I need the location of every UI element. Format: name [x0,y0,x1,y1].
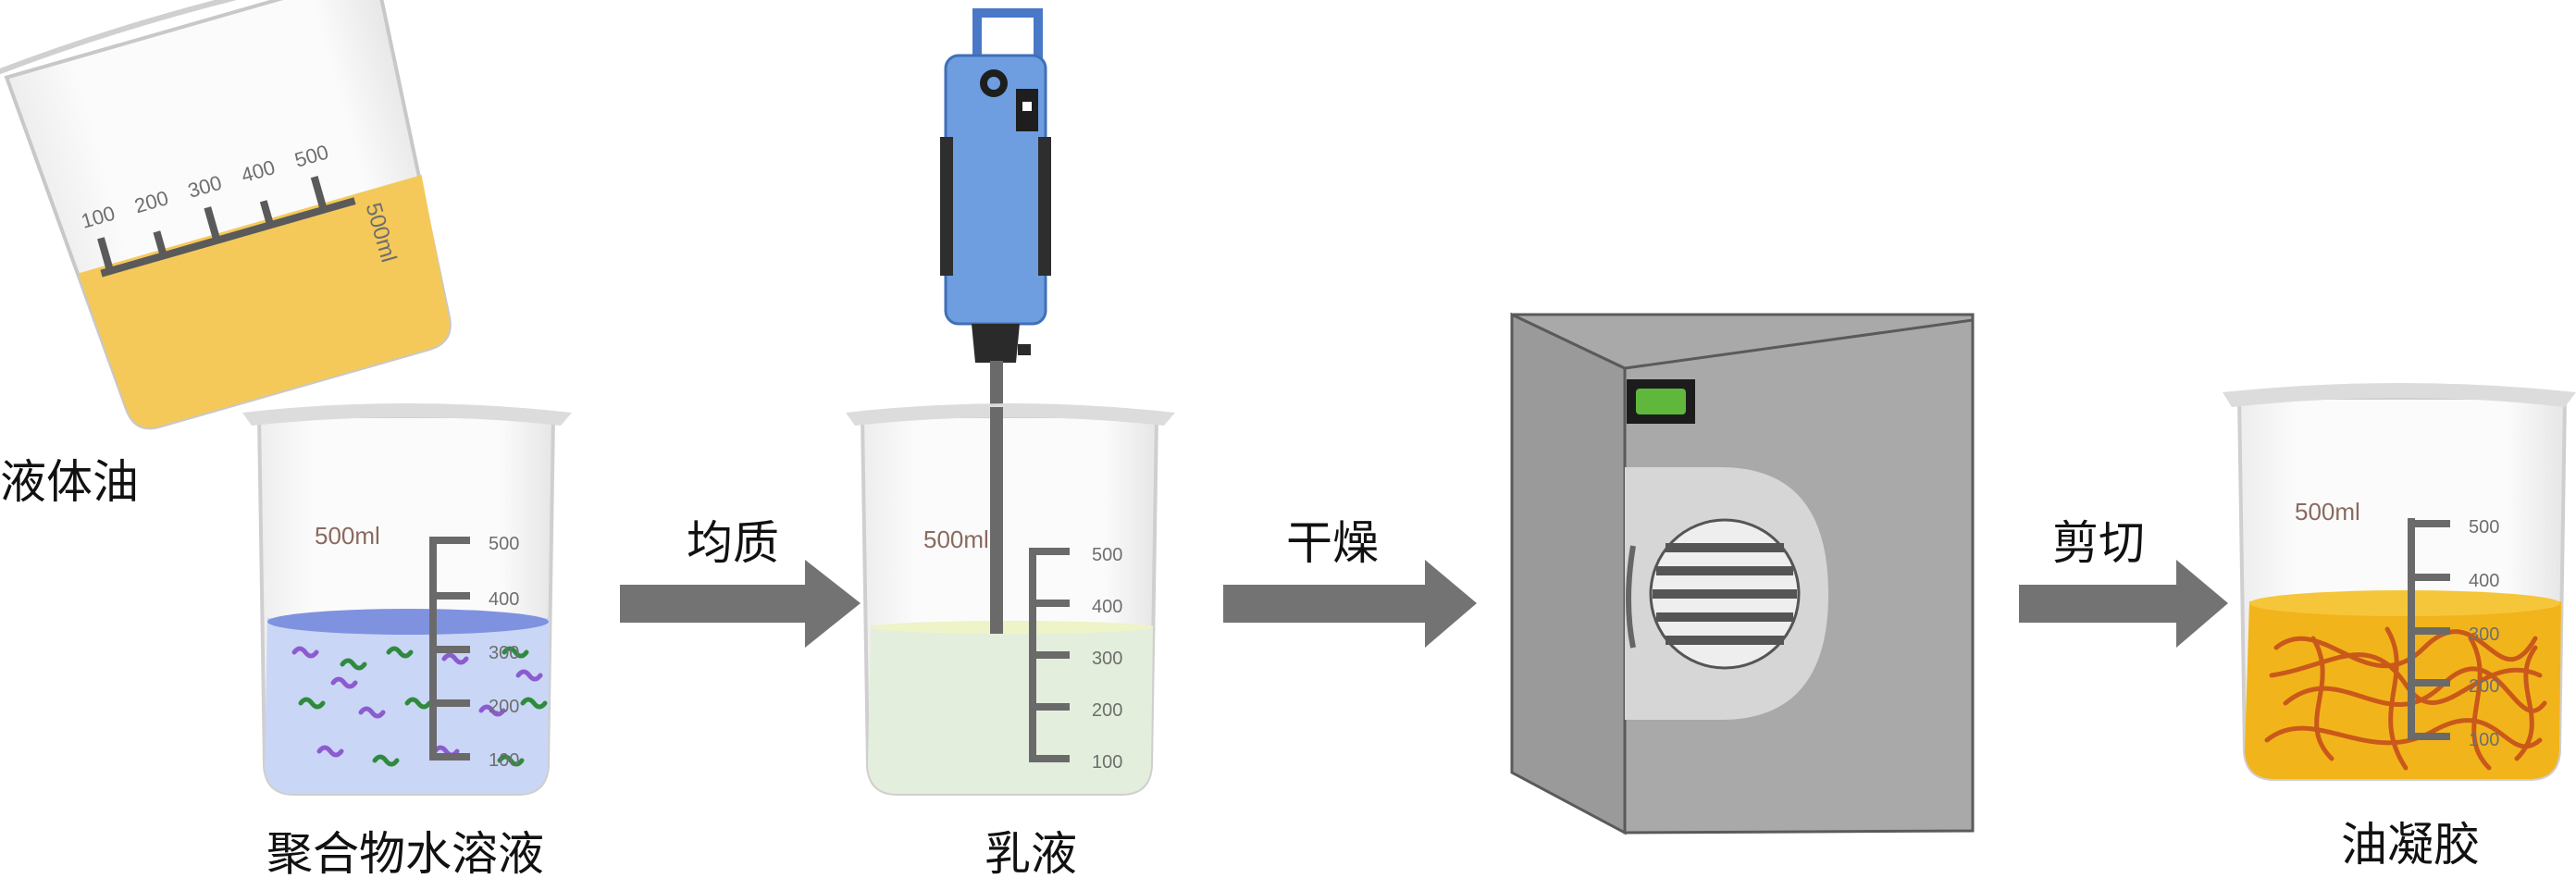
oil-label: 液体油 [0,455,139,509]
oil-liquid [78,175,450,428]
tick-label: 500 [2469,517,2499,538]
scale [2408,518,2450,740]
polymer-surface [267,609,549,635]
emulsion-liquid [868,625,1153,794]
oven-front [1510,312,1627,835]
scale [1029,548,1070,762]
tick-label: 500 [1092,545,1122,565]
tick-label: 400 [1092,597,1122,617]
tick-label: 300 [1092,649,1122,669]
emulsion-label: 乳液 [985,827,1077,878]
dry-arrow [1223,560,1477,648]
tick-label: 200 [1092,700,1122,721]
tick-label: 400 [489,589,519,610]
drying-oven [1510,312,1975,835]
scale [429,537,470,761]
polymer-solution-beaker: 500ml 500 400 300 200 100 [242,403,572,796]
homogenize-step-label: 均质 [687,516,779,570]
homogenize-arrow [620,560,861,648]
polymer-solution-label: 聚合物水溶液 [266,827,544,878]
oleogel-body [2245,601,2561,779]
tick-label: 400 [2469,571,2499,591]
oil-beaker-tilted: 100 200 300 400 500 500ml [0,0,452,430]
cut-arrow [2019,560,2228,648]
tick-label: 500 [489,534,519,554]
homogenizer-handle [972,8,1043,64]
polymer-chains [291,646,548,767]
oven-vent [1649,518,1801,670]
tilted-scale [97,176,356,278]
volume-label: 500ml [315,522,380,550]
tick-label: 100 [489,750,519,771]
tick-label: 200 [2469,676,2499,697]
tick-label: 300 [2469,624,2499,645]
tick-label: 300 [489,643,519,663]
oleogel-label: 油凝胶 [2341,818,2480,872]
tick-label: 200 [489,697,519,717]
emulsion-beaker: 500ml 500 400 300 200 100 [846,403,1175,796]
oleogel-beaker: 500ml 500 400 300 200 100 [2223,383,2576,781]
volume-label: 500ml [2295,498,2360,526]
volume-label: 500ml [923,526,989,553]
dry-step-label: 干燥 [1286,516,1379,570]
cut-step-label: 剪切 [2052,516,2145,570]
tick-label: 100 [1092,752,1122,773]
polymer-liquid [265,618,550,794]
tick-label: 100 [2469,730,2499,750]
